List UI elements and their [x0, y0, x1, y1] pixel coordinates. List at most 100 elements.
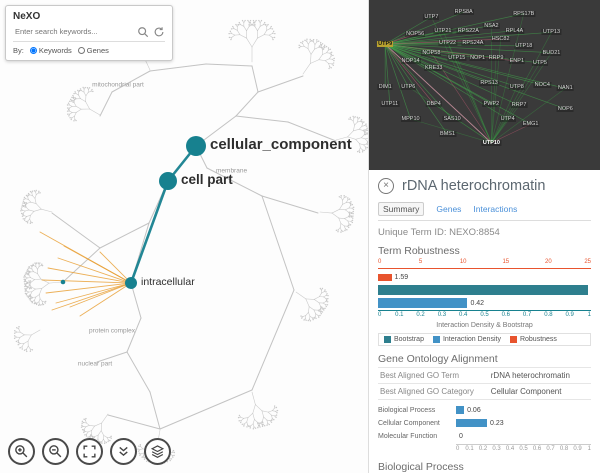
go-bar-value: 0.06 [467, 406, 481, 414]
gene-node[interactable]: RPL4A [504, 27, 525, 34]
gene-node[interactable]: RPS22A [456, 27, 480, 34]
gene-node[interactable]: DBP4 [425, 100, 442, 107]
gene-node[interactable]: NOC4 [533, 82, 551, 88]
gene-node[interactable]: UTP15 [447, 54, 467, 61]
go-bar-value: 0 [459, 432, 463, 440]
term-title: rDNA heterochromatin [402, 178, 546, 194]
gene-node[interactable]: DIM1 [377, 83, 393, 90]
legend-bootstrap: Bootstrap [384, 336, 424, 343]
interaction-density-bar [378, 298, 468, 308]
layers-button[interactable] [144, 438, 171, 465]
gene-node[interactable]: KRE33 [423, 65, 444, 71]
detail-tabs: Summary Genes Interactions [378, 202, 591, 221]
radio-genes-label: Genes [86, 46, 109, 55]
go-bar-cellular-component [456, 419, 488, 427]
gene-node[interactable]: EMG1 [521, 121, 540, 128]
zoom-out-icon [49, 445, 62, 458]
go-alignment-chart: Biological Process 0.06 Cellular Compone… [378, 404, 591, 454]
gene-node[interactable]: UTP5 [531, 59, 548, 66]
search-icon[interactable] [136, 25, 149, 38]
tree-node-protein-complex[interactable]: protein complex [89, 327, 135, 335]
radio-keywords-input[interactable] [29, 47, 37, 54]
gene-node[interactable]: UTP9 [377, 41, 394, 48]
ontology-tree-canvas[interactable] [0, 0, 368, 473]
radio-genes[interactable]: Genes [77, 46, 109, 55]
gene-node[interactable]: RPS8A [453, 8, 474, 15]
bottom-axis-label: Interaction Density & Bootstrap [436, 322, 533, 329]
gene-node[interactable]: PWP2 [482, 100, 501, 107]
gene-node[interactable]: NOP14 [400, 58, 421, 65]
table-row: Best Aligned GO Term rDNA heterochromati… [378, 367, 591, 384]
gene-node[interactable]: NAN1 [557, 85, 574, 92]
gene-node[interactable]: RPS24A [461, 39, 485, 46]
gene-node[interactable]: UTP22 [437, 39, 458, 46]
go-chart-category: Molecular Function [378, 432, 438, 440]
gene-node[interactable]: NOP1 [469, 54, 487, 61]
bootstrap-bar-row [378, 285, 591, 295]
reset-icon[interactable] [152, 25, 165, 38]
zoom-toolbar [8, 438, 171, 465]
collapse-button[interactable] [110, 438, 137, 465]
gene-node[interactable]: RPS17B [512, 10, 536, 17]
radio-genes-input[interactable] [77, 47, 85, 54]
network-edges [369, 0, 600, 170]
fit-to-screen-button[interactable] [76, 438, 103, 465]
zoom-in-button[interactable] [8, 438, 35, 465]
tree-node-nuclear-part[interactable]: nuclear part [77, 360, 113, 368]
gene-node[interactable]: UTP10 [481, 139, 501, 146]
robustness-bar-row: 1.59 [378, 272, 591, 282]
close-icon[interactable]: × [378, 178, 394, 194]
gene-node[interactable]: RRP7 [510, 102, 528, 109]
tree-node-mitochondrial-part[interactable]: mitochondrial part [92, 81, 144, 89]
zoom-out-button[interactable] [42, 438, 69, 465]
chart-legend: Bootstrap Interaction Density Robustness [378, 333, 591, 346]
gene-node[interactable]: MPP10 [400, 116, 421, 122]
gene-node[interactable]: UTP4 [499, 116, 516, 122]
search-input[interactable] [13, 26, 133, 37]
gene-node[interactable]: UTP11 [380, 100, 400, 107]
tree-node-cellular-component[interactable]: cellular_component [210, 136, 352, 153]
tab-genes[interactable]: Genes [436, 204, 462, 214]
bootstrap-bar [378, 285, 588, 295]
radio-keywords-label: Keywords [38, 46, 72, 55]
gene-node[interactable]: NSA2 [483, 22, 500, 29]
search-by-label: By: [13, 46, 24, 55]
gene-node[interactable]: RRP9 [487, 54, 505, 61]
double-chevron-down-icon [119, 446, 128, 457]
go-chart-category: Biological Process [378, 406, 436, 414]
go-term-value: rDNA heterochromatin [488, 367, 591, 384]
gene-node[interactable]: ENP1 [508, 58, 526, 65]
gene-node[interactable]: UTP13 [541, 29, 562, 36]
gene-node[interactable]: UTP18 [514, 42, 534, 49]
layers-icon [150, 445, 165, 458]
gene-node[interactable]: NOP6 [556, 105, 574, 112]
gene-node[interactable]: HSC82 [490, 36, 511, 43]
go-chart-row: Biological Process 0.06 [378, 404, 591, 416]
gene-node[interactable]: NOP58 [421, 49, 442, 56]
legend-swatch-robustness [509, 336, 517, 343]
gene-node[interactable]: BMS1 [439, 131, 457, 138]
tab-summary[interactable]: Summary [378, 202, 425, 216]
legend-swatch-interaction-density [432, 336, 440, 343]
gene-node[interactable]: RPS13 [479, 80, 499, 87]
table-row: Best Aligned GO Category Cellular Compon… [378, 383, 591, 400]
ontology-tree-panel: cellular_component cell part intracellul… [0, 0, 368, 473]
tree-node-membrane[interactable]: membrane [216, 167, 248, 175]
gene-node[interactable]: UTP8 [508, 83, 525, 90]
gene-node[interactable]: UTP7 [423, 14, 440, 20]
tree-node-cell-part[interactable]: cell part [181, 172, 233, 187]
legend-swatch-bootstrap [384, 336, 391, 343]
radio-keywords[interactable]: Keywords [29, 46, 72, 55]
tree-node-intracellular[interactable]: intracellular [141, 276, 195, 288]
gene-node[interactable]: SAS10 [442, 116, 462, 122]
go-term-key: Best Aligned GO Term [378, 367, 489, 384]
gene-node[interactable]: UTP21 [433, 27, 453, 34]
gene-node[interactable]: UTP6 [400, 83, 417, 90]
tab-interactions[interactable]: Interactions [473, 204, 518, 214]
gene-node[interactable]: BUD21 [541, 49, 562, 56]
gene-node[interactable]: NOP56 [405, 31, 426, 37]
